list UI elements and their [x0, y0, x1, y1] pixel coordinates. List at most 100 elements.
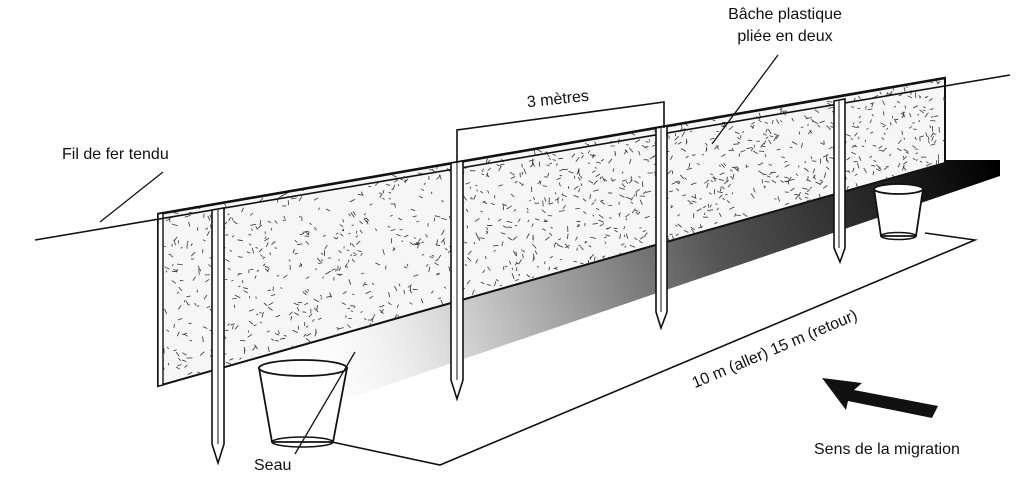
tarp-speckle	[317, 262, 323, 264]
tarp-speckle	[618, 212, 622, 215]
tarp-speckle	[882, 100, 886, 106]
tarp-speckle	[225, 258, 230, 262]
tarp-speckle	[774, 198, 777, 200]
tarp-speckle	[474, 194, 476, 199]
tarp-speckle	[815, 181, 821, 185]
tarp-speckle	[819, 120, 825, 124]
tarp-speckle	[281, 193, 286, 197]
tarp-speckle	[233, 220, 238, 225]
tarp-speckle	[806, 179, 810, 181]
tarp-speckle	[338, 250, 342, 254]
tarp-speckle	[480, 281, 485, 285]
tarp-speckle	[522, 253, 524, 259]
tarp-speckle	[557, 270, 563, 274]
tarp-speckle	[270, 294, 276, 297]
tarp-speckle	[385, 265, 387, 270]
tarp-speckle	[618, 187, 625, 190]
tarp-speckle	[625, 213, 630, 218]
tarp-speckle	[675, 224, 678, 227]
tarp-speckle	[878, 167, 882, 171]
tarp-speckle	[548, 157, 551, 160]
tarp-speckle	[859, 121, 862, 124]
tarp-speckle	[392, 247, 396, 252]
tarp-speckle	[636, 188, 640, 193]
tarp-speckle	[518, 259, 522, 265]
tarp-speckle	[765, 136, 769, 140]
tarp-speckle	[495, 279, 499, 282]
tarp-speckle	[486, 173, 490, 178]
tarp-speckle	[418, 195, 423, 199]
tarp-speckle	[763, 185, 766, 188]
tarp-speckle	[259, 321, 262, 324]
tarp-speckle	[382, 197, 385, 200]
tarp-speckle	[588, 245, 592, 248]
tarp-speckle	[526, 273, 531, 278]
bucket-label: Seau	[254, 457, 292, 474]
tarp-speckle	[350, 212, 355, 218]
tarp-speckle	[552, 159, 556, 161]
tarp-speckle	[621, 183, 626, 188]
tarp-speckle	[809, 186, 812, 189]
tarp-speckle	[863, 167, 867, 173]
tarp-speckle	[533, 253, 535, 260]
tarp-speckle	[289, 267, 291, 270]
bucket-leader-line	[294, 351, 356, 455]
tarp-speckle	[781, 156, 785, 159]
tarp-speckle	[403, 289, 405, 294]
tarp-speckle	[241, 207, 244, 213]
tarp-speckle	[507, 236, 513, 241]
tarp-speckle	[352, 211, 356, 216]
tarp-speckle	[913, 105, 918, 109]
tarp-speckle	[283, 274, 288, 279]
tarp-speckle	[536, 266, 539, 268]
tarp-speckle	[873, 159, 877, 162]
tarp-speckle	[397, 184, 400, 187]
tarp-speckle	[423, 182, 426, 186]
tarp-speckle	[441, 200, 444, 203]
tarp-speckle	[827, 107, 834, 109]
tarp-speckle	[250, 228, 253, 231]
tarp-speckle	[509, 260, 512, 265]
tarp-speckle	[817, 124, 821, 128]
tarp-speckle	[231, 235, 235, 238]
tarp-speckle	[742, 131, 745, 134]
tarp-speckle	[264, 236, 267, 239]
tarp-speckle	[736, 166, 740, 170]
tarp-speckle	[729, 169, 733, 172]
tarp-speckle	[610, 177, 614, 182]
tarp-speckle	[915, 158, 918, 162]
tarp-speckle	[625, 196, 632, 200]
tarp-speckle	[267, 346, 270, 352]
tarp-speckle	[753, 187, 756, 193]
tarp-speckle	[339, 224, 344, 228]
tarp-speckle	[224, 203, 227, 208]
tarp-speckle	[409, 302, 413, 305]
tarp-speckle	[595, 173, 601, 178]
tarp-speckle	[893, 118, 897, 124]
tarp-speckle	[721, 153, 726, 157]
tarp-speckle	[915, 152, 919, 154]
tarp-speckle	[912, 145, 916, 149]
tarp-speckle	[194, 302, 197, 306]
tarp-speckle	[542, 228, 546, 231]
tarp-speckle	[196, 289, 198, 293]
tarp-speckle	[504, 265, 508, 268]
tarp-speckle	[801, 142, 803, 148]
tarp-speckle	[480, 210, 483, 213]
tarp-speckle	[805, 117, 812, 120]
tarp-speckle	[248, 295, 251, 299]
tarp-speckle	[902, 156, 907, 161]
tarp-speckle	[926, 161, 929, 164]
tarp-speckle	[879, 91, 882, 95]
tarp-speckle	[313, 197, 319, 201]
tarp-speckle	[872, 144, 877, 147]
tarp-speckle	[578, 171, 581, 176]
tarp-speckle	[196, 305, 200, 307]
tarp-speckle	[925, 132, 928, 138]
tarp-speckle	[737, 136, 741, 140]
tarp-speckle	[709, 137, 715, 140]
tarp-speckle	[250, 223, 257, 226]
tarp-speckle	[751, 121, 756, 125]
tarp-speckle	[487, 159, 491, 164]
tarp-speckle	[592, 214, 595, 217]
